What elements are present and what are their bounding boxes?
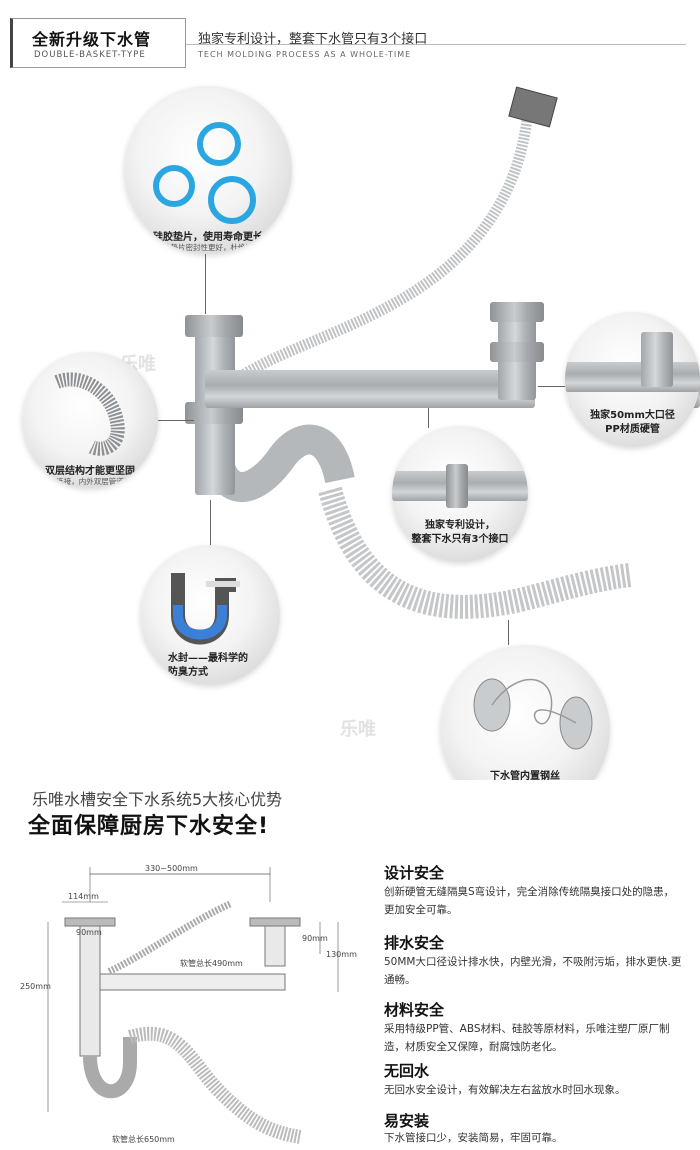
callout-big-pipe-line (538, 386, 565, 387)
callout-patent-title2: 整套下水只有3个接口 (411, 534, 509, 545)
horizontal-pipe (205, 370, 535, 408)
dim-height-90: 90mm (302, 934, 328, 943)
header-description: 独家专利设计，整套下水管只有3个接口 (198, 32, 428, 47)
callout-water-seal-title2: 防臭方式 (168, 667, 208, 678)
callout-patent-title: 独家专利设计， (425, 520, 495, 531)
dim-inner-width: 90mm (76, 928, 102, 937)
big-pipe-icon-vertical (641, 332, 673, 387)
right-top-ring (490, 302, 544, 322)
feature-1-title: 设计安全 (384, 864, 445, 882)
steel-wire-icon (473, 678, 593, 750)
callout-steel-wire-title: 下水管内置钢丝 (490, 771, 560, 782)
header-subtitle: Double-basket-type (34, 50, 146, 60)
feature-5-title: 易安装 (384, 1112, 430, 1130)
callout-double-title: 双层结构才能更坚固 (45, 466, 135, 477)
callout-big-pipe: 独家50mm大口径 PP材质硬管 (565, 312, 700, 447)
big-pipe-icon (565, 362, 700, 392)
dim-basket-width: 114mm (68, 892, 99, 901)
feature-4-desc: 无回水安全设计，有效解决左右盆放水时回水现象。 (384, 1084, 626, 1096)
dimension-diagram: 330~500mm 114mm 90mm 90mm 130mm 250mm 软管… (20, 862, 360, 1147)
bellows-icon (54, 372, 125, 456)
header-divider (186, 44, 686, 45)
feature-3-title: 材料安全 (384, 1001, 445, 1019)
callout-patent: 独家专利设计， 整套下水只有3个接口 (392, 426, 528, 562)
dim-width-range: 330~500mm (145, 864, 198, 873)
patent-ring-icon (446, 464, 468, 508)
right-mid-ring (490, 342, 544, 362)
dim-height-250: 250mm (20, 982, 51, 991)
callout-gasket-sub: 硅胶垫片密封性更好，杜绝漏水 (155, 243, 261, 252)
header-title-box (10, 18, 186, 68)
callout-double-sub: 自由连接，内外双层管道设计 (41, 477, 139, 486)
feature-3-desc: 采用特级PP管、ABS材料、硅胶等原材料，乐唯注塑厂原厂制造，材质安全又保障，耐… (384, 1023, 670, 1053)
feature-2-desc: 50MM大口径设计排水快，内壁光滑，不吸附污垢，排水更快.更通畅。 (384, 956, 682, 986)
dim-hose-490: 软管总长490mm (180, 959, 243, 968)
callout-double-line (158, 420, 194, 421)
feature-2-title: 排水安全 (384, 934, 445, 952)
feature-5-desc: 下水管接口少，安装简易，牢固可靠。 (384, 1132, 563, 1144)
section2-subtitle: 乐唯水槽安全下水系统5大核心优势 (32, 790, 283, 809)
callout-water-seal-line (210, 500, 211, 545)
callout-patent-line (428, 408, 429, 428)
callout-gasket-title: 硅胶垫片，使用寿命更长 (153, 232, 263, 243)
watermark-2: 乐唯 (340, 719, 376, 740)
feature-4-title: 无回水 (384, 1062, 430, 1080)
gasket-rings-icon (153, 122, 256, 224)
water-seal-icon (171, 573, 240, 645)
dim-height-130: 130mm (326, 950, 357, 959)
callout-double: 双层结构才能更坚固 自由连接，内外双层管道设计 (22, 352, 158, 488)
feature-1-desc: 创新硬管无缝隔臭S弯设计，完全消除传统隔臭接口处的隐患，更加安全可靠。 (384, 886, 675, 916)
overflow-cap (508, 86, 558, 128)
callout-big-pipe-title: 独家50mm大口径 (590, 410, 675, 421)
header-description-en: Tech molding process as a whole-time (198, 50, 412, 59)
overflow-hose (231, 109, 534, 385)
dimension-drawing (47, 867, 339, 1144)
callout-steel-wire-line (508, 620, 509, 645)
callout-gasket: 硅胶垫片，使用寿命更长 硅胶垫片密封性更好，杜绝漏水 (124, 86, 292, 254)
section2-title: 全面保障厨房下水安全! (28, 814, 270, 839)
header-title: 全新升级下水管 (32, 30, 152, 49)
callout-gasket-line (205, 254, 206, 314)
dim-hose-650: 软管总长650mm (112, 1135, 175, 1144)
callout-water-seal-title: 水封——最科学的 (168, 653, 248, 664)
callout-water-seal: 水封——最科学的 防臭方式 (140, 545, 280, 685)
left-top-ring (185, 315, 243, 337)
callout-big-pipe-title2: PP材质硬管 (605, 424, 660, 435)
